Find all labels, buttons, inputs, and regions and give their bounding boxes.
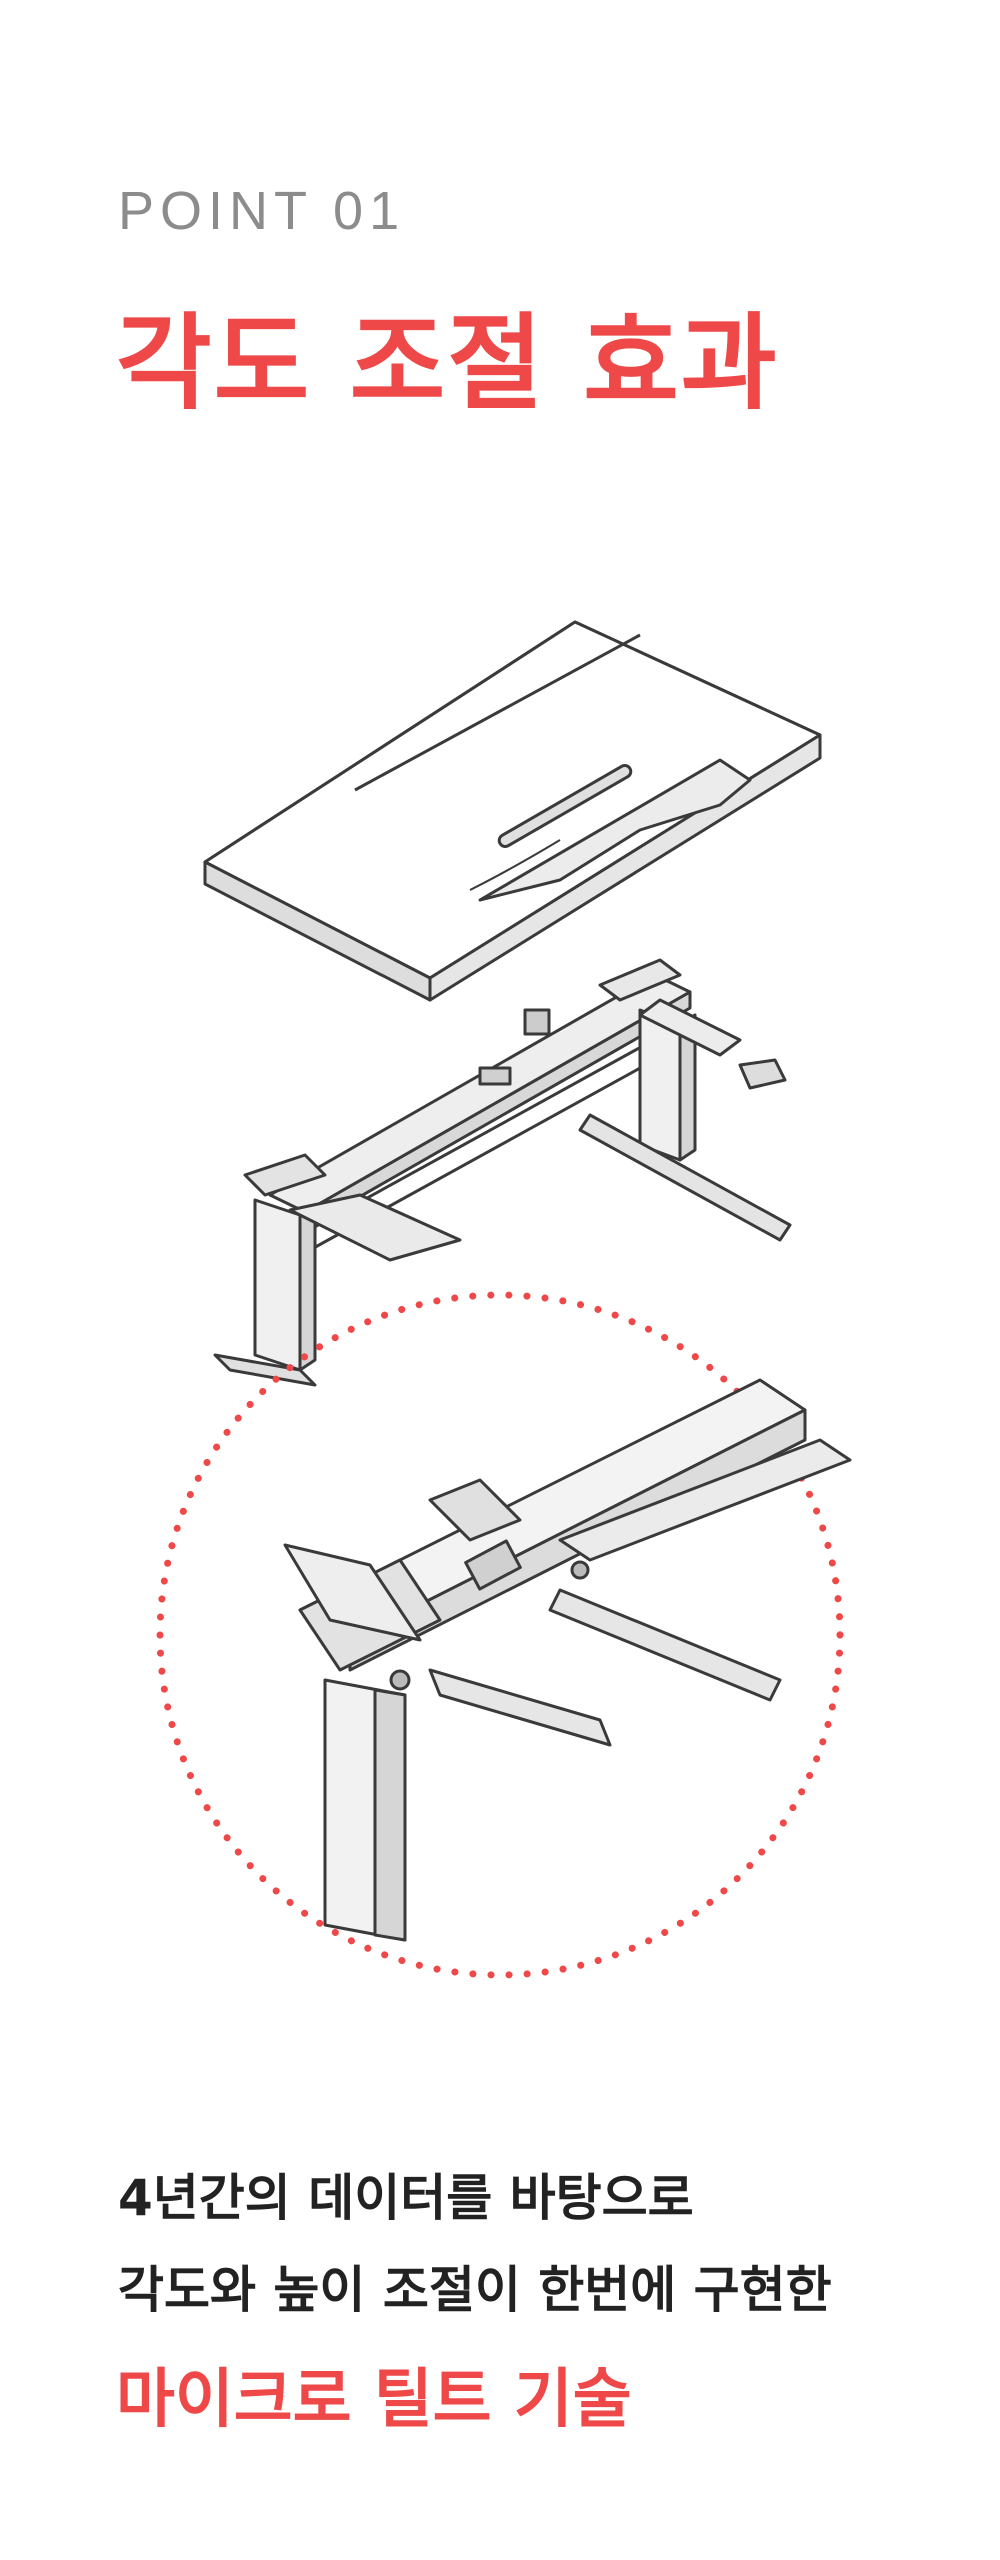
right-leg [578,958,792,1242]
desk-top-board [203,620,822,1002]
description-line-1: 4년간의 데이터를 바탕으로 [118,2169,694,2227]
desk-exploded-illustration [156,620,852,1979]
control-pad [738,1058,787,1090]
section-headline: 각도 조절 효과 [116,302,779,424]
point-label: POINT 01 [118,181,406,241]
feature-highlight: 마이크로 틸트 기술 [116,2363,632,2437]
left-leg [213,1153,462,1387]
description-line-2: 각도와 높이 조절이 한번에 구현한 [118,2261,832,2319]
desk-frame [268,973,701,1252]
tilt-mechanism-detail [283,1378,852,1942]
detail-zoom-circle [156,1291,844,1979]
